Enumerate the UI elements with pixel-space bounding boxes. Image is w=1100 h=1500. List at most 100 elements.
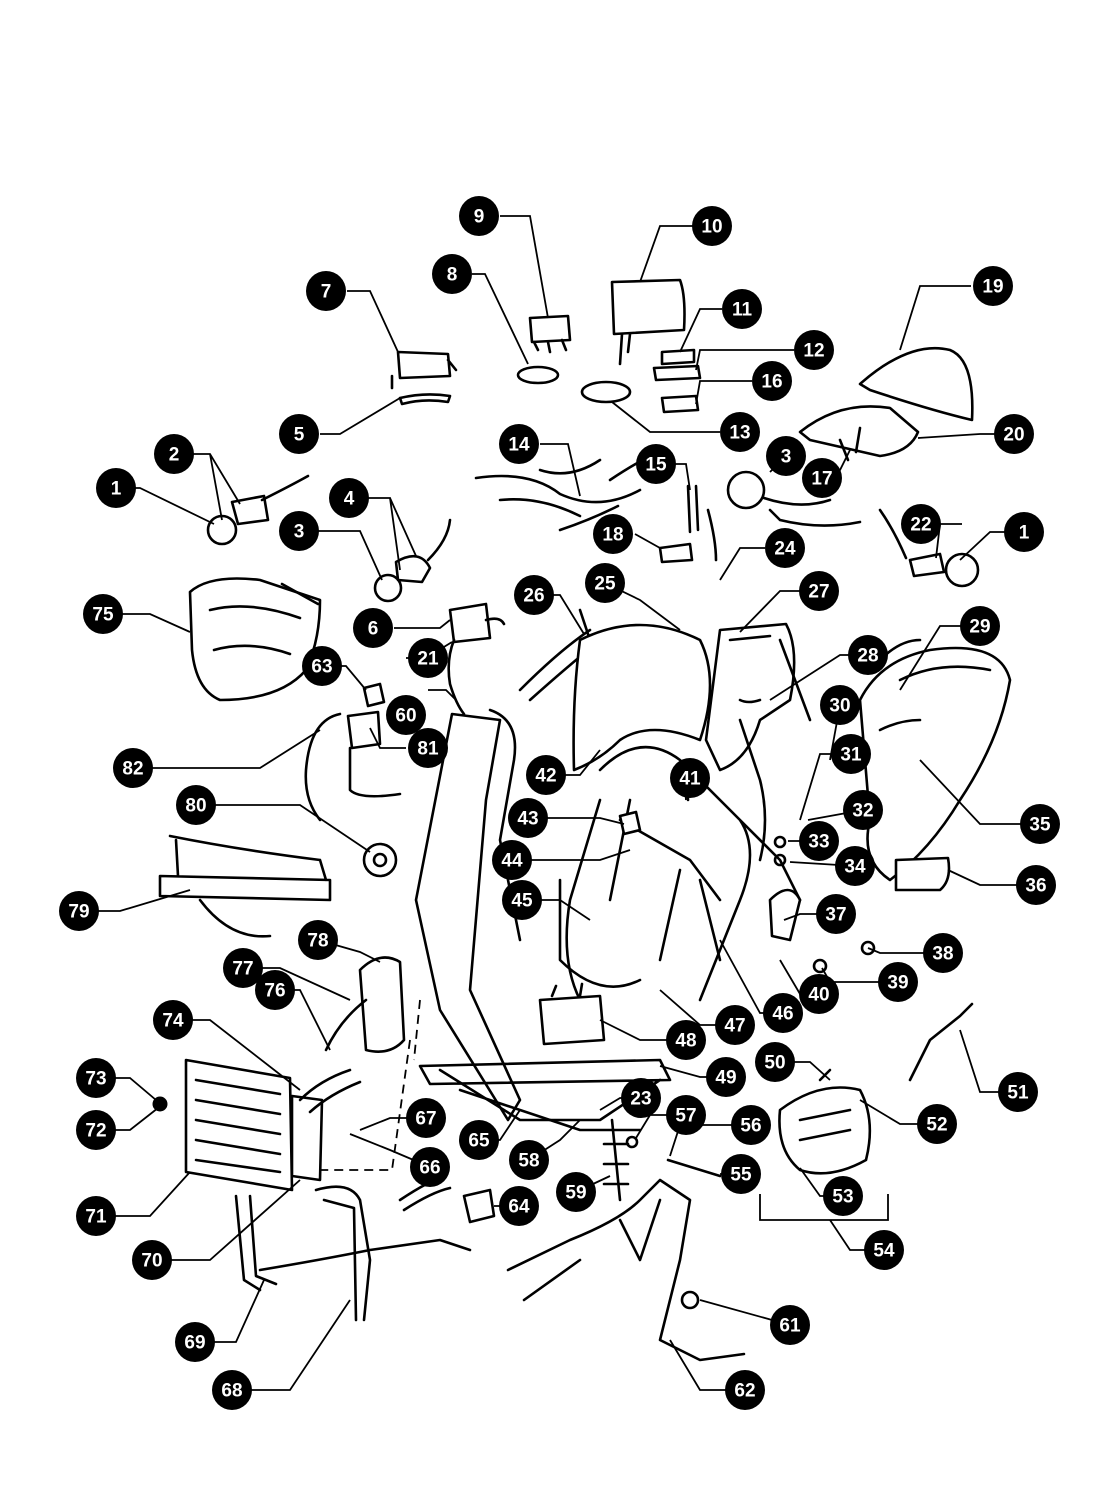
callout-badge	[848, 635, 888, 675]
callout-69: 69	[175, 1322, 215, 1362]
callout-badge	[154, 434, 194, 474]
callout-24: 24	[765, 528, 805, 568]
callout-27: 27	[799, 571, 839, 611]
callout-badge	[820, 685, 860, 725]
callout-badge	[593, 514, 633, 554]
callout-number: 62	[734, 1381, 755, 1402]
callout-number: 13	[729, 423, 750, 444]
callout-52: 52	[917, 1104, 957, 1144]
callout-number: 80	[185, 796, 206, 817]
callout-76: 76	[255, 970, 295, 1010]
callout-number: 81	[417, 739, 439, 760]
callout-number: 31	[840, 745, 862, 766]
callout-44: 44	[492, 840, 532, 880]
callout-number: 19	[982, 277, 1003, 298]
callout-35: 35	[1020, 804, 1060, 844]
callout-badge	[83, 594, 123, 634]
callout-number: 12	[803, 341, 824, 362]
callout-number: 4	[344, 489, 355, 510]
callout-number: 25	[594, 574, 616, 595]
callout-badge	[823, 1176, 863, 1216]
callout-number: 68	[221, 1381, 242, 1402]
callout-number: 16	[761, 372, 782, 393]
callout-23: 23	[621, 1078, 661, 1118]
callout-number: 28	[857, 646, 878, 667]
callout-38: 38	[923, 933, 963, 973]
callout-31: 31	[831, 734, 871, 774]
callout-13: 13	[720, 412, 760, 452]
callout-22: 22	[901, 504, 941, 544]
callout-badge	[408, 638, 448, 678]
callout-badge	[752, 361, 792, 401]
callout-badge	[960, 606, 1000, 646]
callout-badge	[770, 1305, 810, 1345]
callout-8: 8	[432, 254, 472, 294]
callout-badge	[802, 458, 842, 498]
callout-badge	[835, 846, 875, 886]
callout-64: 64	[499, 1186, 539, 1226]
callout-number: 61	[779, 1316, 801, 1337]
callout-number: 42	[535, 766, 556, 787]
callout-82: 82	[113, 748, 153, 788]
callout-badge	[998, 1072, 1038, 1112]
callout-number: 78	[307, 931, 328, 952]
callout-badge	[666, 1020, 706, 1060]
callout-3: 3	[279, 511, 319, 551]
callout-badge	[799, 821, 839, 861]
callout-number: 70	[141, 1251, 162, 1272]
callout-badge	[329, 478, 369, 518]
callout-badge	[279, 511, 319, 551]
callout-78: 78	[298, 920, 338, 960]
callout-badge	[923, 933, 963, 973]
callout-badge	[755, 1042, 795, 1082]
callout-number: 59	[565, 1183, 586, 1204]
callout-number: 3	[781, 447, 792, 468]
callout-badge	[132, 1240, 172, 1280]
callout-badge	[715, 1005, 755, 1045]
callout-badge	[499, 1186, 539, 1226]
callout-2: 2	[154, 434, 194, 474]
callout-51: 51	[998, 1072, 1038, 1112]
callout-29: 29	[960, 606, 1000, 646]
callout-71: 71	[76, 1196, 116, 1236]
callout-number: 54	[873, 1241, 895, 1262]
callout-badge	[279, 414, 319, 454]
callout-badge	[878, 962, 918, 1002]
callout-badge	[721, 1154, 761, 1194]
callout-number: 51	[1007, 1083, 1029, 1104]
callout-number: 6	[368, 619, 379, 640]
callout-number: 44	[501, 851, 523, 872]
callout-3: 3	[766, 436, 806, 476]
callout-number: 76	[264, 981, 285, 1002]
callout-badge	[831, 734, 871, 774]
callout-badge	[621, 1078, 661, 1118]
callout-20: 20	[994, 414, 1034, 454]
callout-32: 32	[843, 790, 883, 830]
callout-badge	[670, 758, 710, 798]
callout-badge	[353, 608, 393, 648]
callout-17: 17	[802, 458, 842, 498]
callout-badge	[432, 254, 472, 294]
callout-number: 29	[969, 617, 990, 638]
callout-number: 2	[169, 445, 180, 466]
callout-badge	[153, 1000, 193, 1040]
callout-67: 67	[406, 1098, 446, 1138]
callout-number: 21	[417, 649, 439, 670]
callout-41: 41	[670, 758, 710, 798]
callout-number: 53	[832, 1187, 853, 1208]
callout-number: 32	[852, 801, 873, 822]
callout-number: 69	[184, 1333, 205, 1354]
callout-49: 49	[706, 1057, 746, 1097]
callout-number: 58	[518, 1151, 539, 1172]
callout-59: 59	[556, 1172, 596, 1212]
callout-number: 18	[602, 525, 623, 546]
callout-45: 45	[502, 880, 542, 920]
callout-number: 24	[774, 539, 796, 560]
callout-53: 53	[823, 1176, 863, 1216]
callout-badge	[212, 1370, 252, 1410]
callout-42: 42	[526, 755, 566, 795]
callout-7: 7	[306, 271, 346, 311]
callout-48: 48	[666, 1020, 706, 1060]
callout-number: 34	[844, 857, 866, 878]
callout-4: 4	[329, 478, 369, 518]
